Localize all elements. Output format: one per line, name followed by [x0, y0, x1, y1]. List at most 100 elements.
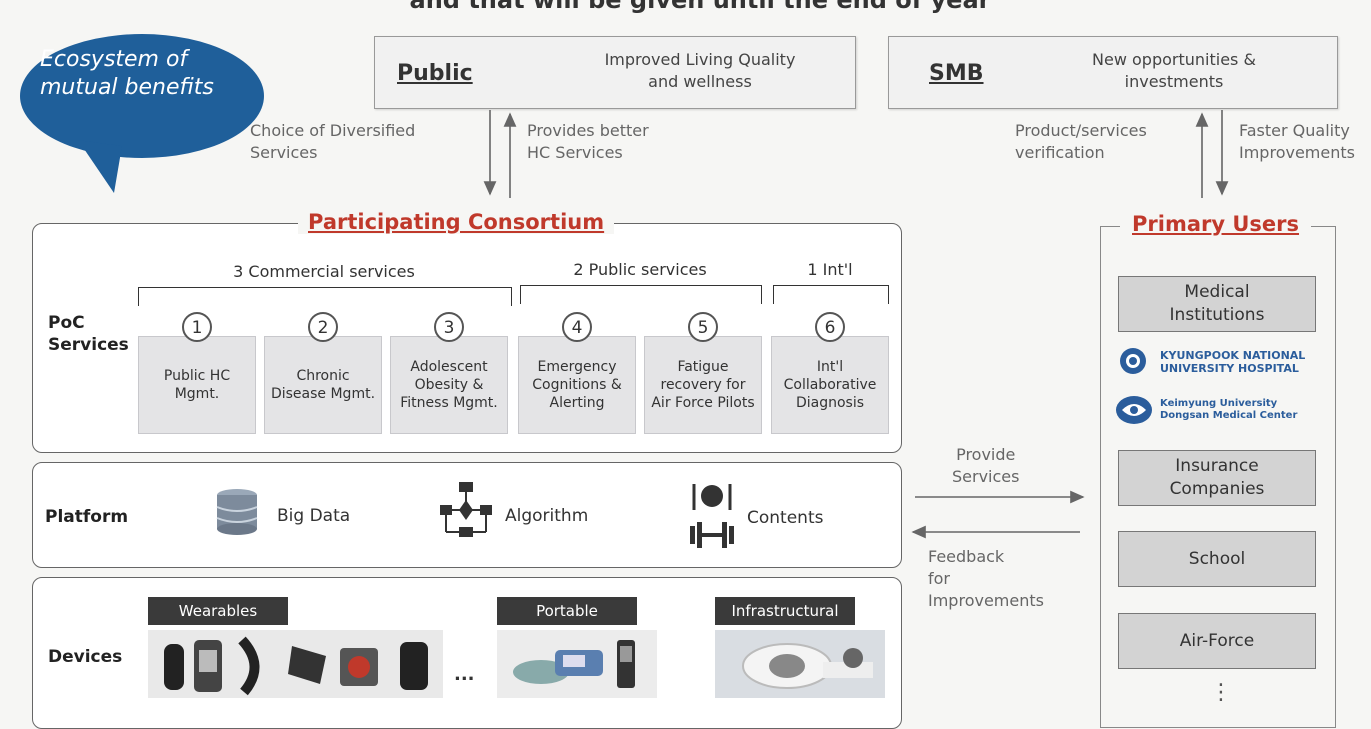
kyungpook-logo-text: KYUNGPOOK NATIONAL UNIVERSITY HOSPITAL: [1160, 349, 1305, 375]
keimyung-logo-icon: [1116, 396, 1152, 424]
bracket-intl: [773, 285, 889, 304]
smb-box: SMB New opportunities & investments: [888, 36, 1338, 109]
smb-down-line-2: Improvements: [1239, 143, 1355, 162]
logo1-line-2: UNIVERSITY HOSPITAL: [1160, 362, 1299, 375]
service-number-3: 3: [434, 312, 464, 342]
service-3-line-3: Fitness Mgmt.: [400, 395, 498, 411]
smb-up-line-2: verification: [1015, 143, 1105, 162]
devices-ellipsis: ...: [454, 664, 475, 685]
smb-up-line-1: Product/services: [1015, 121, 1147, 140]
smb-down-line-1: Faster Quality: [1239, 121, 1350, 140]
platform-item-algorithm: Algorithm: [505, 506, 589, 526]
public-desc-line-2: and wellness: [648, 72, 752, 91]
public-down-note: Choice of Diversified Services: [250, 120, 415, 164]
bracket-public: [520, 285, 762, 304]
smb-desc-line-2: investments: [1124, 72, 1224, 91]
smb-up-note: Product/services verification: [1015, 120, 1147, 164]
group-label-commercial: 3 Commercial services: [233, 262, 415, 281]
bubble-text: Ecosystem of mutual benefits: [40, 46, 214, 102]
public-desc-line-1: Improved Living Quality: [604, 50, 796, 69]
public-box: Public Improved Living Quality and welln…: [374, 36, 856, 109]
service-1-line-2: Mgmt.: [174, 386, 220, 402]
service-3-line-1: Adolescent: [410, 359, 488, 375]
smb-down-note: Faster Quality Improvements: [1239, 120, 1355, 164]
smb-description: New opportunities & investments: [1049, 49, 1299, 93]
feedback-line-3: Improvements: [928, 591, 1044, 610]
public-up-note: Provides better HC Services: [527, 120, 649, 164]
platform-item-big-data: Big Data: [277, 506, 351, 526]
service-4-line-2: Cognitions &: [532, 377, 622, 393]
service-2-line-2: Disease Mgmt.: [270, 386, 376, 402]
service-6-line-1: Int'l: [816, 359, 844, 375]
feedback-line-1: Feedback: [928, 547, 1005, 566]
medical-line-1: Medical: [1184, 282, 1250, 302]
wearables-image: [148, 630, 443, 698]
provide-services-note: Provide Services: [952, 444, 1019, 488]
service-5-line-3: Air Force Pilots: [651, 395, 755, 411]
service-2-line-1: Chronic: [296, 368, 350, 384]
service-1-line-1: Public HC: [163, 368, 231, 384]
poc-label-line-2: Services: [48, 335, 129, 355]
portable-image: [497, 630, 657, 698]
insurance-line-2: Companies: [1169, 479, 1265, 499]
poc-label-line-1: PoC: [48, 313, 85, 333]
bracket-commercial: [138, 287, 512, 306]
service-6-line-2: Collaborative: [783, 377, 877, 393]
service-number-4: 4: [562, 312, 592, 342]
database-icon: [216, 489, 258, 535]
poc-services-label: PoC Services: [48, 312, 129, 356]
dining-fitness-icon: [690, 484, 734, 548]
provide-line-2: Services: [952, 467, 1020, 486]
kyungpook-logo-icon: [1120, 348, 1146, 374]
more-users-ellipsis: ⋮: [1210, 680, 1232, 705]
bubble-line-2: mutual benefits: [40, 75, 214, 100]
service-number-2: 2: [308, 312, 338, 342]
smb-desc-line-1: New opportunities &: [1092, 50, 1256, 69]
service-5-line-1: Fatigue: [677, 359, 729, 375]
devices-label: Devices: [48, 647, 123, 667]
public-down-line-2: Services: [250, 143, 318, 162]
service-5-line-2: recovery for: [660, 377, 746, 393]
service-number-6: 6: [815, 312, 845, 342]
group-label-public: 2 Public services: [573, 260, 707, 279]
portable-tag: Portable: [497, 597, 637, 625]
user-school: School: [1118, 531, 1316, 587]
infrastructural-tag: Infrastructural: [715, 597, 855, 625]
service-3-line-2: Obesity &: [414, 377, 484, 393]
speech-bubble: [20, 34, 264, 193]
primary-users-title: Primary Users: [1120, 212, 1312, 236]
group-label-intl: 1 Int'l: [807, 260, 853, 279]
public-label: Public: [397, 61, 473, 86]
service-6-line-3: Diagnosis: [795, 395, 865, 411]
user-air-force: Air-Force: [1118, 613, 1316, 669]
platform-label: Platform: [45, 507, 129, 527]
wearables-tag: Wearables: [148, 597, 288, 625]
logo2-line-2: Dongsan Medical Center: [1160, 410, 1298, 421]
bubble-line-1: Ecosystem of: [40, 47, 188, 72]
platform-item-contents: Contents: [747, 508, 824, 528]
cut-off-header: and that will be given until the end of …: [409, 0, 991, 14]
service-4-line-3: Alerting: [549, 395, 605, 411]
provide-line-1: Provide: [956, 445, 1016, 464]
service-number-5: 5: [688, 312, 718, 342]
medical-line-2: Institutions: [1169, 305, 1265, 325]
logo2-line-1: Keimyung University: [1160, 398, 1278, 409]
flowchart-icon: [440, 482, 492, 537]
public-up-line-2: HC Services: [527, 143, 623, 162]
public-up-line-1: Provides better: [527, 121, 649, 140]
service-number-1: 1: [182, 312, 212, 342]
public-down-line-1: Choice of Diversified: [250, 121, 416, 140]
service-card-1: Public HC Mgmt.: [138, 336, 256, 434]
feedback-note: Feedback for Improvements: [928, 546, 1044, 612]
consortium-title: Participating Consortium: [298, 210, 615, 234]
insurance-line-1: Insurance: [1175, 456, 1259, 476]
smb-label: SMB: [929, 61, 984, 86]
